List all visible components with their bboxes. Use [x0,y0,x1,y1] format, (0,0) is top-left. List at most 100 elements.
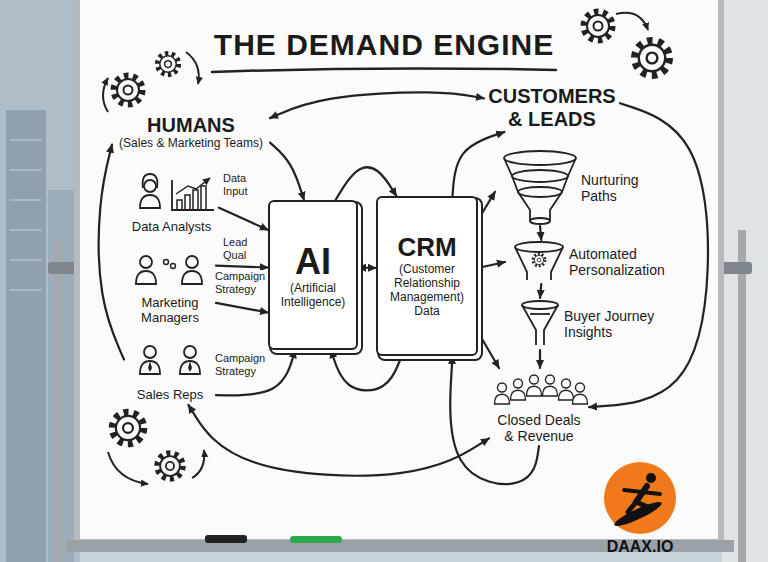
cycle-arrow [108,452,148,484]
node-subtext: (Sales & Marketing Teams) [116,137,266,151]
funnel-rim [522,301,558,309]
flow-arrow [358,266,376,269]
flow-arrow [478,262,505,268]
stand-leg [738,230,746,562]
hair [143,174,158,188]
logo-legs [628,502,648,512]
funnel-line [530,313,550,315]
funnel-rim [518,187,562,197]
funnel-side [518,192,562,221]
team-heading: HUMANS(Sales & Marketing Teams) [112,112,270,153]
customer-figure [527,375,542,396]
node-text: CUSTOMERS & LEADS [486,85,618,131]
flow-arrow [219,208,268,230]
funnel-icon [504,151,576,224]
gear-icon [157,453,182,478]
whiteboard [77,0,721,542]
logo-head [646,473,656,483]
funnel-stage: Buyer Journey Insights [510,298,670,350]
tie [188,361,192,372]
funnel-rim [504,151,576,165]
flow-arrow [99,145,124,360]
logo-board [612,498,663,529]
customer-figure [511,379,526,400]
gear-icon [113,413,144,444]
flow-arrow [331,350,402,390]
flow-arrow [478,332,499,368]
funnel-side [515,247,563,280]
edge-label: Campaign Strategy [214,352,266,377]
gear-icon [158,54,179,75]
node-text: Marketing Managers [128,296,212,326]
node-subtext: (Artificial Intelligence) [274,282,352,310]
audience-heading: CUSTOMERS & LEADS [484,84,620,132]
gear-icon [114,76,142,104]
funnel-side [522,305,558,345]
node-text: AI [295,241,331,282]
flow-arrow [453,132,505,196]
funnel-rim [515,242,563,252]
logo-arms [624,490,660,494]
cycle-arrow [186,52,199,84]
logo-disc [604,462,676,534]
process-box: AI(Artificial Intelligence) [268,200,358,350]
node-text: Closed Deals & Revenue [493,412,585,444]
edge-label: Data Input [222,172,266,197]
funnel-icon [515,242,563,280]
manager-figure [136,256,156,284]
role-figure: Marketing Managers [124,250,216,328]
edge-label: Campaign Strategy [214,270,266,295]
tie [148,361,152,372]
gear-icon [533,254,545,266]
chart-bar [201,186,206,210]
flow-arrow [216,266,268,268]
logo-text: DAAX.IO [590,538,690,556]
chart-bar [193,190,198,210]
node-text: Data Analysts [128,220,215,235]
cycle-arrow [192,450,204,478]
gear-icon [584,12,612,40]
node-text: Nurturing Paths [581,172,661,204]
node-text: Automated Personalization [569,246,677,278]
customer-figure [495,383,510,404]
role-figure: Data Analysts [124,172,219,237]
node-text: Sales Reps [128,388,212,403]
title-underline [212,68,556,72]
sales-figure [180,346,200,374]
node-subtext: (Customer Relationship Management) Data [382,263,472,318]
flow-arrow [478,192,495,220]
stand-clamp [48,262,78,274]
cycle-arrow [616,13,648,30]
flow-arrow [270,143,304,200]
node-text: CRM [397,233,456,263]
marker [205,535,247,543]
flow-arrow [270,92,484,118]
window [722,0,768,562]
funnel-rim [530,218,550,224]
flow-arrow [216,303,268,313]
cycle-arrow [103,78,108,112]
stand-leg [54,240,62,562]
flow-arrow [540,284,541,298]
gear-icon [635,41,669,75]
mini-figure [164,260,169,265]
building [6,110,46,562]
funnel-stage: Nurturing Paths [495,150,665,226]
chart-bar [177,200,182,210]
diagram-title: THE DEMAND ENGINE [184,28,584,63]
sales-figure [140,346,160,374]
node-text: Buyer Journey Insights [564,308,666,340]
window [0,0,80,562]
flow-arrow [539,350,541,368]
process-box: CRM(Customer Relationship Management) Da… [376,196,478,356]
mini-figure [171,264,176,269]
chart-bar [185,195,190,210]
flow-arrow [540,226,541,240]
customer-figure [573,383,588,404]
flow-arrow [188,405,489,476]
chart-axes [172,180,214,210]
marker [290,536,342,543]
stand-clamp [722,262,752,274]
role-figure: Sales Reps [124,340,216,405]
